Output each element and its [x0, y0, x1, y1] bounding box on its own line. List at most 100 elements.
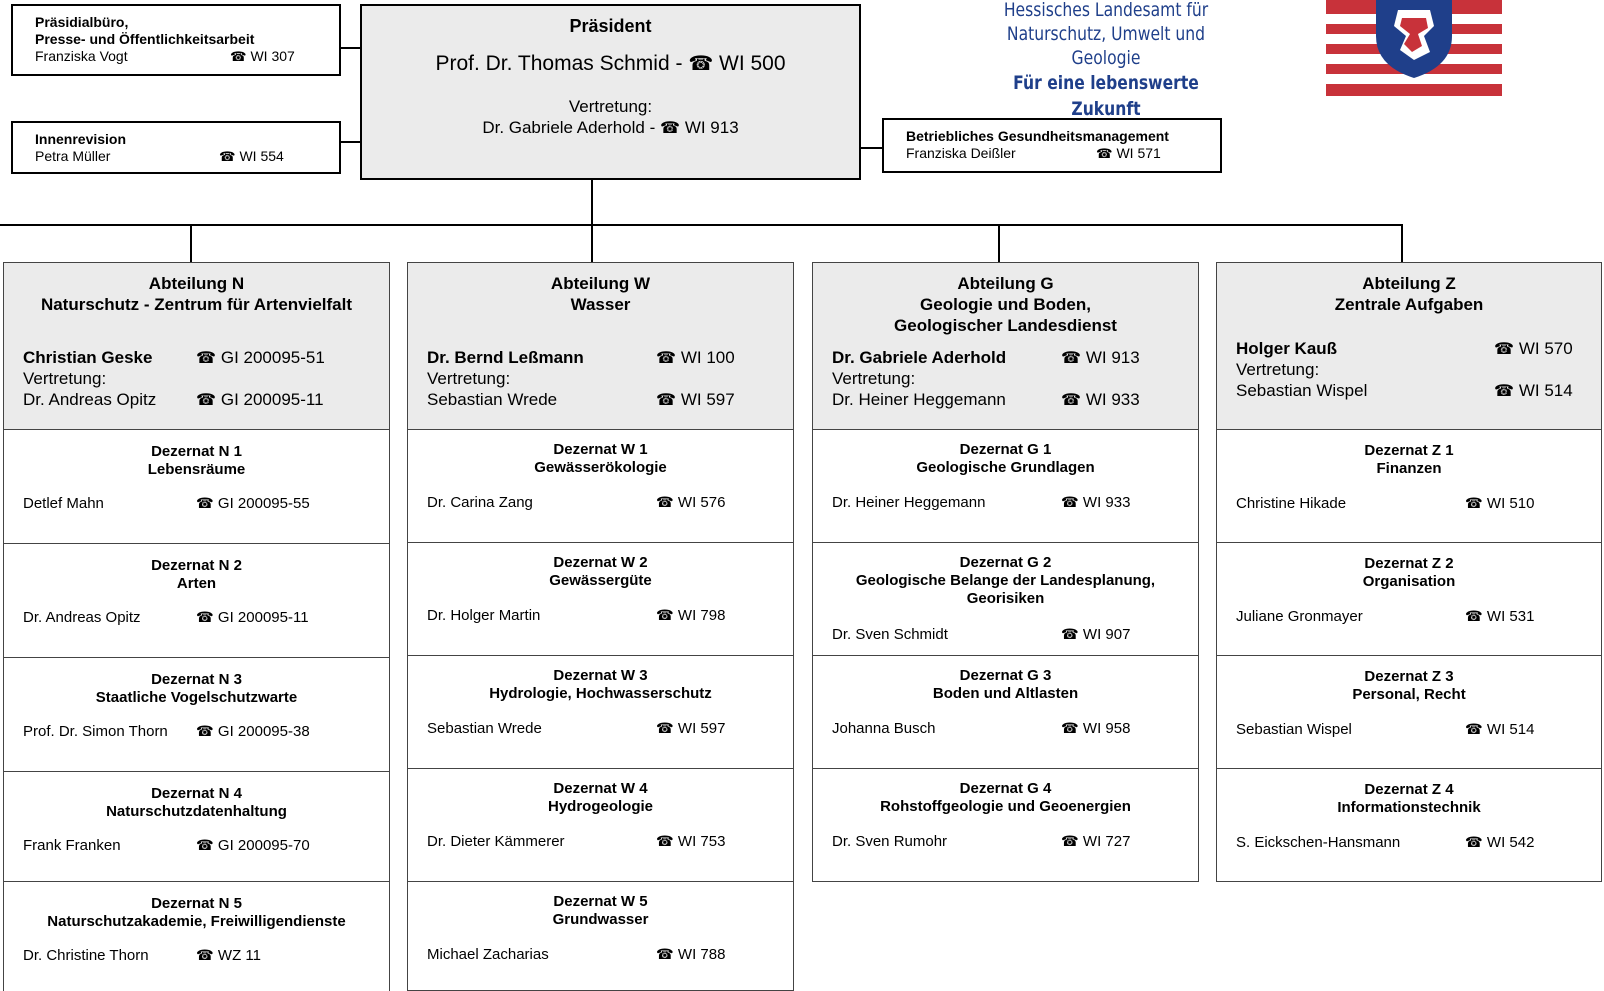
logo-line-2: Naturschutz, Umwelt und Geologie: [1006, 23, 1206, 69]
president-deputy: Vertretung: Dr. Gabriele Aderhold - ☎ WI…: [482, 97, 739, 137]
deputy-label: Vertretung:: [23, 369, 107, 388]
president-title: Präsident: [569, 16, 652, 36]
connector-dept-w: [591, 224, 593, 262]
department-title: Abteilung N Naturschutz - Zentrum für Ar…: [40, 274, 353, 314]
logo-slogan: Für eine lebenswerte Zukunft: [1013, 72, 1199, 120]
deputy-label: Vertretung:: [832, 369, 916, 388]
phone-icon: ☎: [1061, 495, 1079, 511]
connector-dept-g: [998, 224, 1000, 262]
phone-icon: ☎: [656, 947, 674, 963]
deputy-label: Vertretung:: [1236, 360, 1320, 379]
unit-contact: Dr. Sven Schmidt☎ WI 907: [832, 626, 1131, 643]
department-title: Abteilung W Wasser: [550, 274, 651, 314]
department-head-z: Abteilung Z Zentrale Aufgaben Holger Kau…: [1216, 262, 1602, 430]
president-box: Präsident Prof. Dr. Thomas Schmid - ☎ WI…: [360, 4, 861, 180]
phone-icon: ☎: [656, 390, 677, 409]
president-name: Prof. Dr. Thomas Schmid - ☎ WI 500: [435, 51, 786, 75]
unit-contact: Sebastian Wispel☎ WI 514: [1236, 721, 1535, 738]
connector-staff-2: [339, 141, 361, 143]
department-people: Dr. Bernd Leßmann☎ WI 100 Vertretung: Se…: [427, 347, 783, 410]
staff-unit-person: Franziska Deißler: [906, 145, 1016, 161]
unit-contact: Dr. Dieter Kämmerer☎ WI 753: [427, 833, 726, 850]
department-people: Christian Geske☎ GI 200095-51 Vertretung…: [23, 347, 379, 410]
phone-icon: ☎: [1465, 835, 1483, 851]
department-head-row: Holger Kauß☎ WI 570: [1236, 339, 1573, 358]
department-title: Abteilung G Geologie und Boden, Geologis…: [894, 274, 1117, 335]
staff-unit-title: Presse- und Öffentlichkeitsarbeit: [35, 31, 255, 47]
staff-unit-phone: ☎ WI 307: [230, 48, 295, 65]
staff-unit-contact: Petra Müller ☎ WI 554: [35, 148, 321, 165]
department-title: Abteilung Z Zentrale Aufgaben: [1334, 274, 1484, 314]
phone-icon: ☎: [1061, 721, 1079, 737]
phone-icon: ☎: [656, 495, 674, 511]
staff-unit-contact: Franziska Deißler ☎ WI 571: [906, 145, 1202, 162]
phone-icon: ☎: [196, 496, 214, 512]
hessen-coat-of-arms-logo: [1326, 0, 1502, 96]
phone-icon: ☎: [656, 834, 674, 850]
phone-icon: ☎: [1465, 609, 1483, 625]
staff-unit-title: Präsidialbüro,: [35, 14, 129, 30]
phone-icon: ☎: [1465, 722, 1483, 738]
department-people: Dr. Gabriele Aderhold☎ WI 913 Vertretung…: [832, 347, 1188, 410]
agency-logo-text: Hessisches Landesamt für Naturschutz, Um…: [956, 0, 1256, 122]
phone-icon: ☎: [656, 348, 677, 367]
phone-icon: ☎: [1061, 627, 1079, 643]
phone-icon: ☎: [219, 150, 236, 165]
department-deputy-row: Sebastian Wrede☎ WI 597: [427, 390, 735, 409]
connector-staff-3: [860, 147, 882, 149]
unit-contact: Juliane Gronmayer☎ WI 531: [1236, 608, 1535, 625]
phone-icon: ☎: [1061, 834, 1079, 850]
department-head-row: Christian Geske☎ GI 200095-51: [23, 348, 325, 367]
unit-contact: Dr. Carina Zang☎ WI 576: [427, 494, 726, 511]
staff-unit-person: Petra Müller: [35, 148, 111, 164]
unit-contact: Dr. Sven Rumohr☎ WI 727: [832, 833, 1131, 850]
phone-icon: ☎: [688, 51, 714, 75]
staff-unit-person: Franziska Vogt: [35, 48, 128, 64]
department-deputy-row: Dr. Andreas Opitz☎ GI 200095-11: [23, 390, 324, 409]
unit-contact: Michael Zacharias☎ WI 788: [427, 946, 726, 963]
staff-unit-gesundheitsmanagement: Betriebliches Gesundheitsmanagement Fran…: [882, 118, 1222, 173]
connector-staff-1: [339, 47, 361, 49]
phone-icon: ☎: [1096, 147, 1113, 162]
phone-icon: ☎: [230, 50, 247, 65]
department-head-g: Abteilung G Geologie und Boden, Geologis…: [812, 262, 1199, 430]
unit-contact: Dr. Heiner Heggemann☎ WI 933: [832, 494, 1131, 511]
phone-icon: ☎: [659, 118, 681, 137]
phone-icon: ☎: [196, 838, 214, 854]
logo-line-1: Hessisches Landesamt für: [1003, 0, 1209, 21]
department-head-row: Dr. Gabriele Aderhold☎ WI 913: [832, 348, 1140, 367]
staff-unit-innenrevision: Innenrevision Petra Müller ☎ WI 554: [11, 121, 341, 174]
unit-contact: Dr. Holger Martin☎ WI 798: [427, 607, 726, 624]
phone-icon: ☎: [656, 721, 674, 737]
staff-unit-phone: ☎ WI 554: [219, 148, 284, 165]
connector-president-down: [591, 178, 593, 226]
department-head-row: Dr. Bernd Leßmann☎ WI 100: [427, 348, 735, 367]
phone-icon: ☎: [1465, 496, 1483, 512]
connector-dept-z: [1401, 224, 1403, 262]
connector-horizontal-bus: [0, 224, 1403, 226]
phone-icon: ☎: [1494, 381, 1515, 400]
